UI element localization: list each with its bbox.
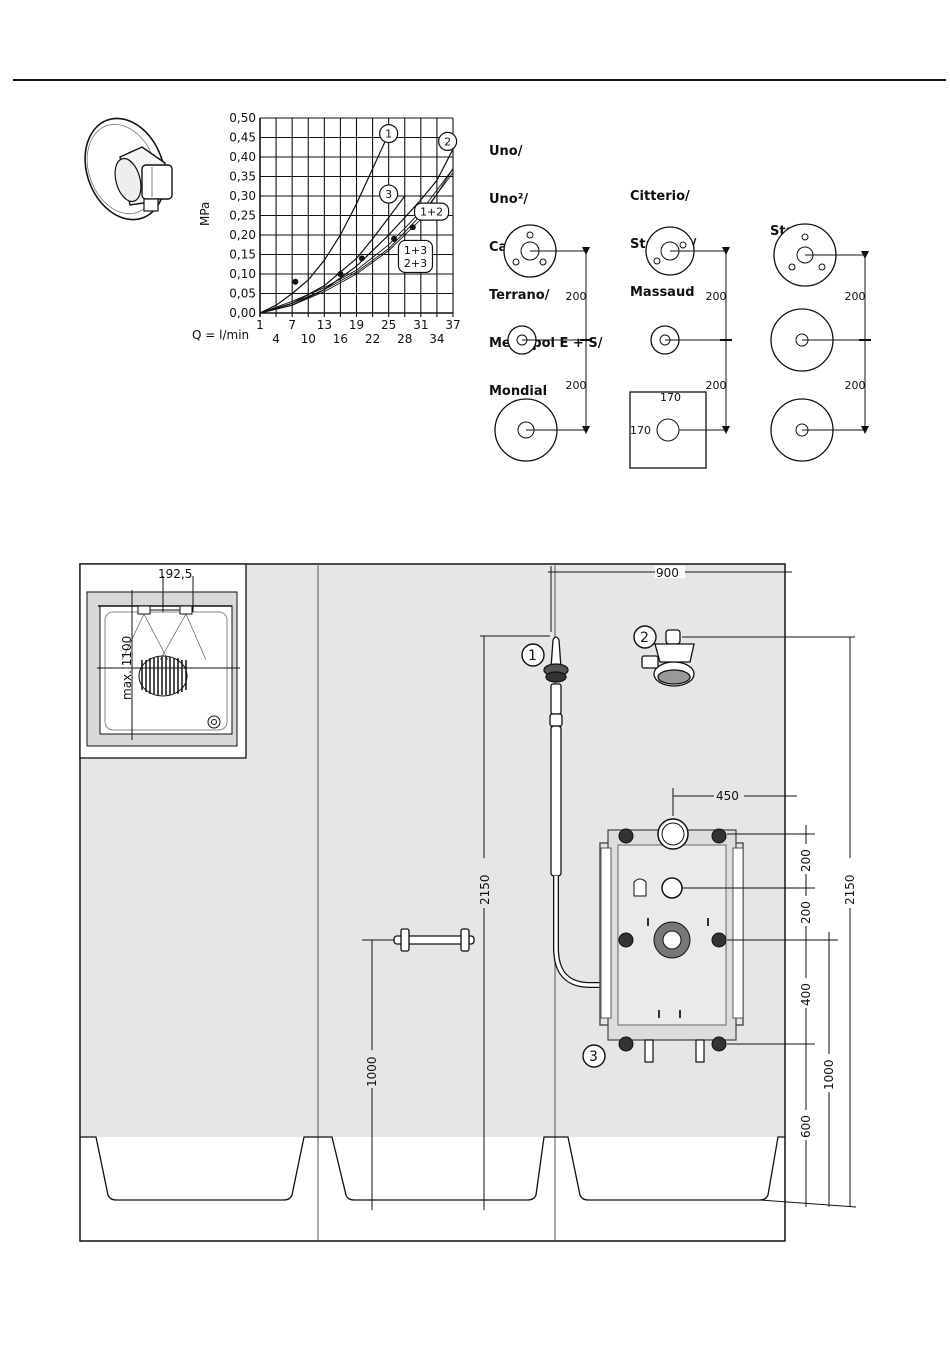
- data-point: [391, 235, 398, 242]
- data-point: [292, 278, 299, 285]
- curve-label-circle: [379, 184, 399, 204]
- spacing-label-c2-top: 200: [706, 290, 727, 303]
- x-tick-label: 28: [397, 332, 412, 346]
- y-tick-label: 0,15: [229, 248, 256, 262]
- y-tick-label: 0,35: [229, 170, 256, 184]
- y-tick-label: 0,40: [229, 150, 256, 164]
- curve-label-box: [413, 202, 450, 221]
- x-tick-label: 25: [381, 318, 396, 332]
- x-tick-label: 4: [272, 332, 280, 346]
- y-tick-label: 0,45: [229, 131, 256, 145]
- square-plate-height: 170: [630, 424, 651, 437]
- curve-label-circle: [438, 131, 458, 152]
- floor-plan-inset: [79, 563, 247, 759]
- curve-label: 3: [385, 188, 392, 201]
- curve-label: 1+2: [420, 206, 443, 219]
- cover-col-2-diagram: 170 170: [629, 226, 732, 469]
- x-tick-label: 16: [333, 332, 348, 346]
- y-tick-label: 0,10: [229, 267, 256, 281]
- x-tick-label: 7: [288, 318, 296, 332]
- data-point: [337, 271, 344, 277]
- x-tick-label: 22: [365, 332, 380, 346]
- curve-label-box: [397, 239, 434, 274]
- y-tick-label: 0,00: [229, 306, 256, 320]
- spacing-label-c1-top: 200: [566, 290, 587, 303]
- cover-col-3-diagram: [770, 223, 871, 462]
- marker-2: 2: [633, 625, 657, 649]
- installation-box: [599, 818, 744, 1063]
- spacing-label-c3-bottom: 200: [845, 379, 866, 392]
- marker-1: 1: [521, 643, 545, 667]
- box-dim-600: 600: [799, 1115, 813, 1138]
- x-tick-label: 19: [349, 318, 364, 332]
- bathtub-profiles: [80, 1136, 785, 1201]
- spacing-label-c3-top: 200: [845, 290, 866, 303]
- shower-rail: [393, 928, 475, 952]
- curve-label: 1: [385, 128, 392, 141]
- box-dim-200-upper: 200: [799, 849, 813, 872]
- curve-label: 2: [444, 135, 451, 148]
- svg-text:2: 2: [640, 630, 649, 646]
- data-point: [358, 255, 365, 262]
- inset-spacing-label: 192,5: [158, 567, 192, 581]
- x-tick-label: 31: [413, 318, 428, 332]
- cover-plate-diagrams: 170 170 200 200 200 200 200 200: [494, 223, 871, 469]
- box-dim-200-lower: 200: [799, 901, 813, 924]
- x-tick-label: 13: [317, 318, 332, 332]
- x-tick-label: 34: [429, 332, 444, 346]
- box-width-dimension: 450: [716, 789, 739, 803]
- curve-label: 2+3: [404, 257, 427, 270]
- top-width-dimension: 900: [656, 566, 679, 580]
- thermostat-handle-illustration: [84, 117, 173, 221]
- pressure-flow-chart: 0,00 0,05 0,10 0,15 0,20 0,25 0,30 0,35 0,40 0,45…: [192, 111, 461, 346]
- head-shower: [641, 629, 695, 687]
- y-tick-label: 0,30: [229, 189, 256, 203]
- spacing-label-c2-bottom: 200: [706, 379, 727, 392]
- inset-max-label: max. 1100: [120, 636, 134, 700]
- y-axis-label: MPa: [198, 202, 212, 226]
- square-plate-width: 170: [660, 391, 681, 404]
- hand-shower-height-dimension: 2150: [478, 874, 492, 905]
- y-tick-label: 0,25: [229, 209, 256, 223]
- curve-labels: 1 2 3 1+2 1+32+3: [379, 124, 458, 274]
- x-tick-label: 37: [445, 318, 460, 332]
- curve-label: 1+3: [404, 244, 427, 257]
- svg-text:1: 1: [528, 648, 537, 664]
- spacing-label-c1-bottom: 200: [566, 379, 587, 392]
- right-1000-dimension: 1000: [822, 1059, 836, 1090]
- x-axis-label: Q = l/min: [192, 328, 249, 342]
- x-tick-label: 10: [301, 332, 316, 346]
- header-rule: [13, 79, 946, 81]
- curve-label-circle: [379, 124, 399, 144]
- x-tick-labels: 1 7 13 19 25 31 37 4 10 16 22 28 34: [256, 318, 460, 346]
- y-tick-label: 0,20: [229, 228, 256, 242]
- svg-text:3: 3: [589, 1049, 598, 1065]
- cover-col-1-diagram: [494, 224, 592, 462]
- head-shower-height-dimension: 2150: [843, 874, 857, 905]
- x-tick-label: 1: [256, 318, 264, 332]
- rail-height-dimension: 1000: [365, 1056, 379, 1087]
- y-tick-label: 0,50: [229, 111, 256, 125]
- y-tick-labels: 0,00 0,05 0,10 0,15 0,20 0,25 0,30 0,35 0,40 0,45…: [229, 111, 256, 320]
- marker-3: 3: [582, 1044, 606, 1068]
- y-tick-label: 0,05: [229, 287, 256, 301]
- series-line-2: [259, 148, 454, 314]
- data-point: [409, 224, 416, 231]
- box-dim-400: 400: [799, 983, 813, 1006]
- series-line-1: [259, 133, 390, 314]
